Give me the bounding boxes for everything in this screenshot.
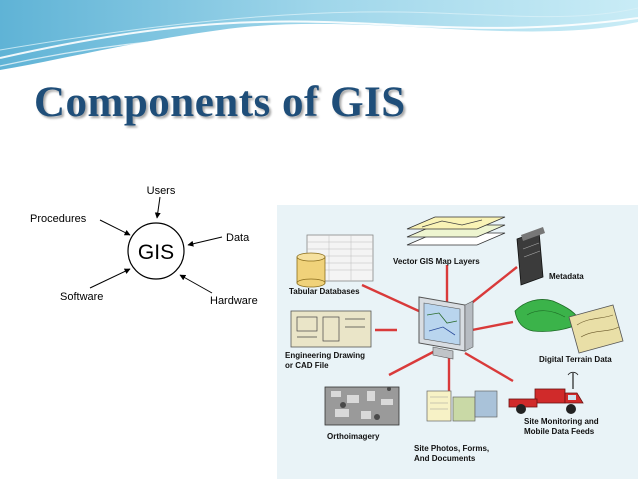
metadata-label: Metadata: [549, 272, 584, 281]
gis-data-sources-diagram: Tabular Databases Vector GIS Map Layers …: [285, 216, 624, 463]
gis-data-sources-panel: Tabular Databases Vector GIS Map Layers …: [277, 205, 638, 479]
gis-circle: [127, 222, 185, 280]
procedures-arrow: [99, 219, 131, 236]
hardware-label: Hardware: [210, 295, 258, 307]
users-label: Users: [147, 185, 176, 197]
software-label: Software: [60, 291, 103, 303]
vector-map-layers-icon: [406, 216, 506, 246]
header-wave-decoration: [0, 0, 638, 70]
data-arrow: [187, 236, 223, 247]
site-photos-icon: [426, 390, 498, 422]
vector-gis-map-layers-label: Vector GIS Map Layers: [393, 257, 480, 266]
users-arrow: [154, 196, 161, 219]
procedures-label: Procedures: [30, 213, 87, 225]
tabular-databases-label: Tabular Databases: [289, 287, 360, 296]
site-photos-label-2: And Documents: [414, 454, 476, 463]
digital-terrain-icon: [514, 299, 624, 354]
gis-components-diagram: GIS Users Procedures Data Software Hardw…: [30, 185, 258, 307]
engineering-drawing-icon: [290, 310, 372, 348]
site-monitoring-label-1: Site Monitoring and: [524, 417, 599, 426]
tabular-database-icon: [296, 234, 374, 288]
gis-center-label: GIS: [138, 241, 174, 264]
monitoring-truck-icon: [508, 371, 584, 414]
digital-terrain-data-label: Digital Terrain Data: [539, 355, 612, 364]
computer-monitor-icon: [418, 296, 474, 360]
slide-title: Components of GIS: [34, 79, 406, 126]
site-photos-label-1: Site Photos, Forms,: [414, 444, 489, 453]
engineering-drawing-label-2: or CAD File: [285, 361, 329, 370]
orthoimagery-label: Orthoimagery: [327, 432, 380, 441]
data-label: Data: [226, 232, 250, 244]
metadata-binder-icon: [516, 227, 545, 286]
engineering-drawing-label-1: Engineering Drawing: [285, 351, 365, 360]
site-monitoring-label-2: Mobile Data Feeds: [524, 427, 595, 436]
software-arrow: [89, 268, 131, 289]
orthoimagery-icon: [324, 386, 400, 426]
hardware-arrow: [179, 274, 213, 294]
